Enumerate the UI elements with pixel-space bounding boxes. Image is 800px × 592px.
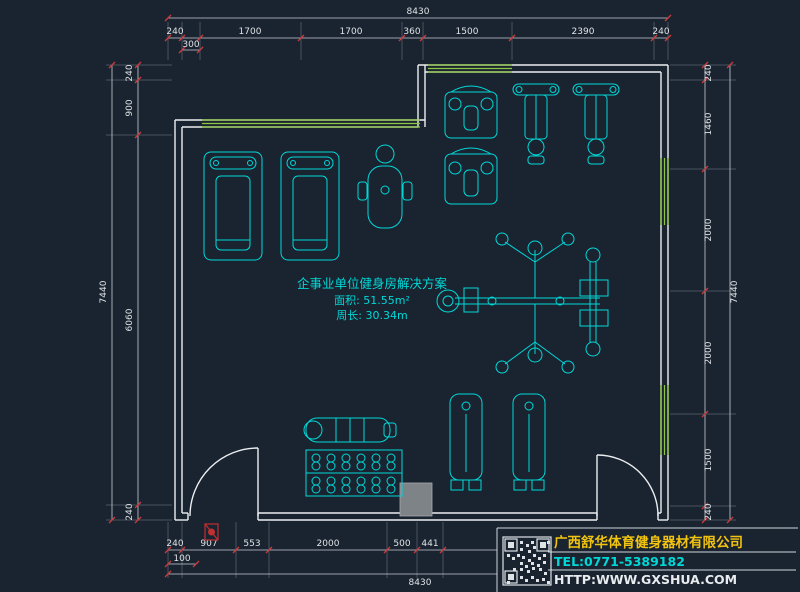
dim-right-0: 240: [704, 64, 714, 81]
dumbbell-rack: [305, 449, 403, 497]
lat-pulldown-2: [572, 83, 620, 165]
treadmill-2: [280, 151, 340, 261]
dim-bottom-small: 100: [173, 554, 190, 564]
dim-bottom-2: 553: [243, 539, 260, 549]
dim-top-small: 300: [182, 40, 199, 50]
dim-bottom-5: 441: [421, 539, 438, 549]
dumbbells: [311, 453, 396, 494]
dim-left-2: 6060: [125, 308, 135, 331]
dim-top-6: 240: [652, 27, 669, 37]
dim-bottom-4: 500: [393, 539, 410, 549]
dim-bottom-1: 907: [200, 539, 217, 549]
doors: [189, 447, 659, 517]
company-website: HTTP:WWW.GXSHUA.COM: [554, 572, 737, 587]
dim-top-0: 240: [166, 27, 183, 37]
dim-right-overall: 7440: [730, 280, 740, 303]
plan-annotation: 企事业单位健身房解决方案 面积: 51.55m² 周长: 30.34m: [297, 276, 448, 322]
dim-top-5: 2390: [572, 27, 595, 37]
multi-station-cluster: [436, 232, 609, 374]
adjustable-bench: [303, 417, 397, 443]
structural-column: [399, 482, 433, 517]
qr-code-icon: [502, 536, 552, 586]
dim-right-5: 240: [704, 503, 714, 520]
cable-machine-1: [449, 393, 483, 491]
dim-top-4: 1500: [456, 27, 479, 37]
dim-right-1: 1460: [704, 112, 714, 135]
company-name: 广西舒华体育健身器材有限公司: [554, 534, 743, 551]
lat-pulldown-1: [512, 83, 560, 165]
dim-top-2: 1700: [340, 27, 363, 37]
dim-left-0: 240: [125, 64, 135, 81]
equipment: [203, 83, 620, 497]
dim-bottom-overall: 8430: [409, 578, 432, 588]
company-telephone: TEL:0771-5389182: [554, 554, 685, 569]
door-right: [596, 454, 659, 517]
dim-left-overall: 7440: [99, 280, 109, 303]
dim-right-3: 2000: [704, 341, 714, 364]
chest-press-machine-2: [444, 147, 498, 205]
dim-right-2: 2000: [704, 218, 714, 241]
dim-top-1: 1700: [239, 27, 262, 37]
dimension-tick-marks: [108, 14, 734, 578]
dim-top-3: 360: [403, 27, 420, 37]
dimension-chain-lines: [111, 17, 731, 575]
walls: [174, 64, 669, 521]
title-block: 广西舒华体育健身器材有限公司 TEL:0771-5389182 HTTP:WWW…: [496, 527, 800, 592]
dim-bottom-3: 2000: [317, 539, 340, 549]
fire-hydrant-icon: [204, 523, 219, 541]
windows: [202, 64, 669, 455]
dim-left-1: 900: [125, 99, 135, 116]
exercise-bike: [357, 144, 413, 229]
dim-bottom-0: 240: [166, 539, 183, 549]
dim-top-overall: 8430: [407, 7, 430, 17]
dim-right-4: 1500: [704, 448, 714, 471]
plan-perimeter: 周长: 30.34m: [336, 309, 407, 322]
treadmill-1: [203, 151, 263, 261]
plan-title: 企事业单位健身房解决方案: [297, 276, 448, 291]
chest-press-machine-1: [444, 85, 498, 139]
dimension-labels: 8430 240 1700 1700 360 1500 2390 240 300…: [99, 7, 740, 588]
cable-machine-2: [512, 393, 546, 491]
dim-left-3: 240: [125, 503, 135, 520]
door-left: [189, 447, 259, 517]
plan-area: 面积: 51.55m²: [334, 294, 410, 307]
